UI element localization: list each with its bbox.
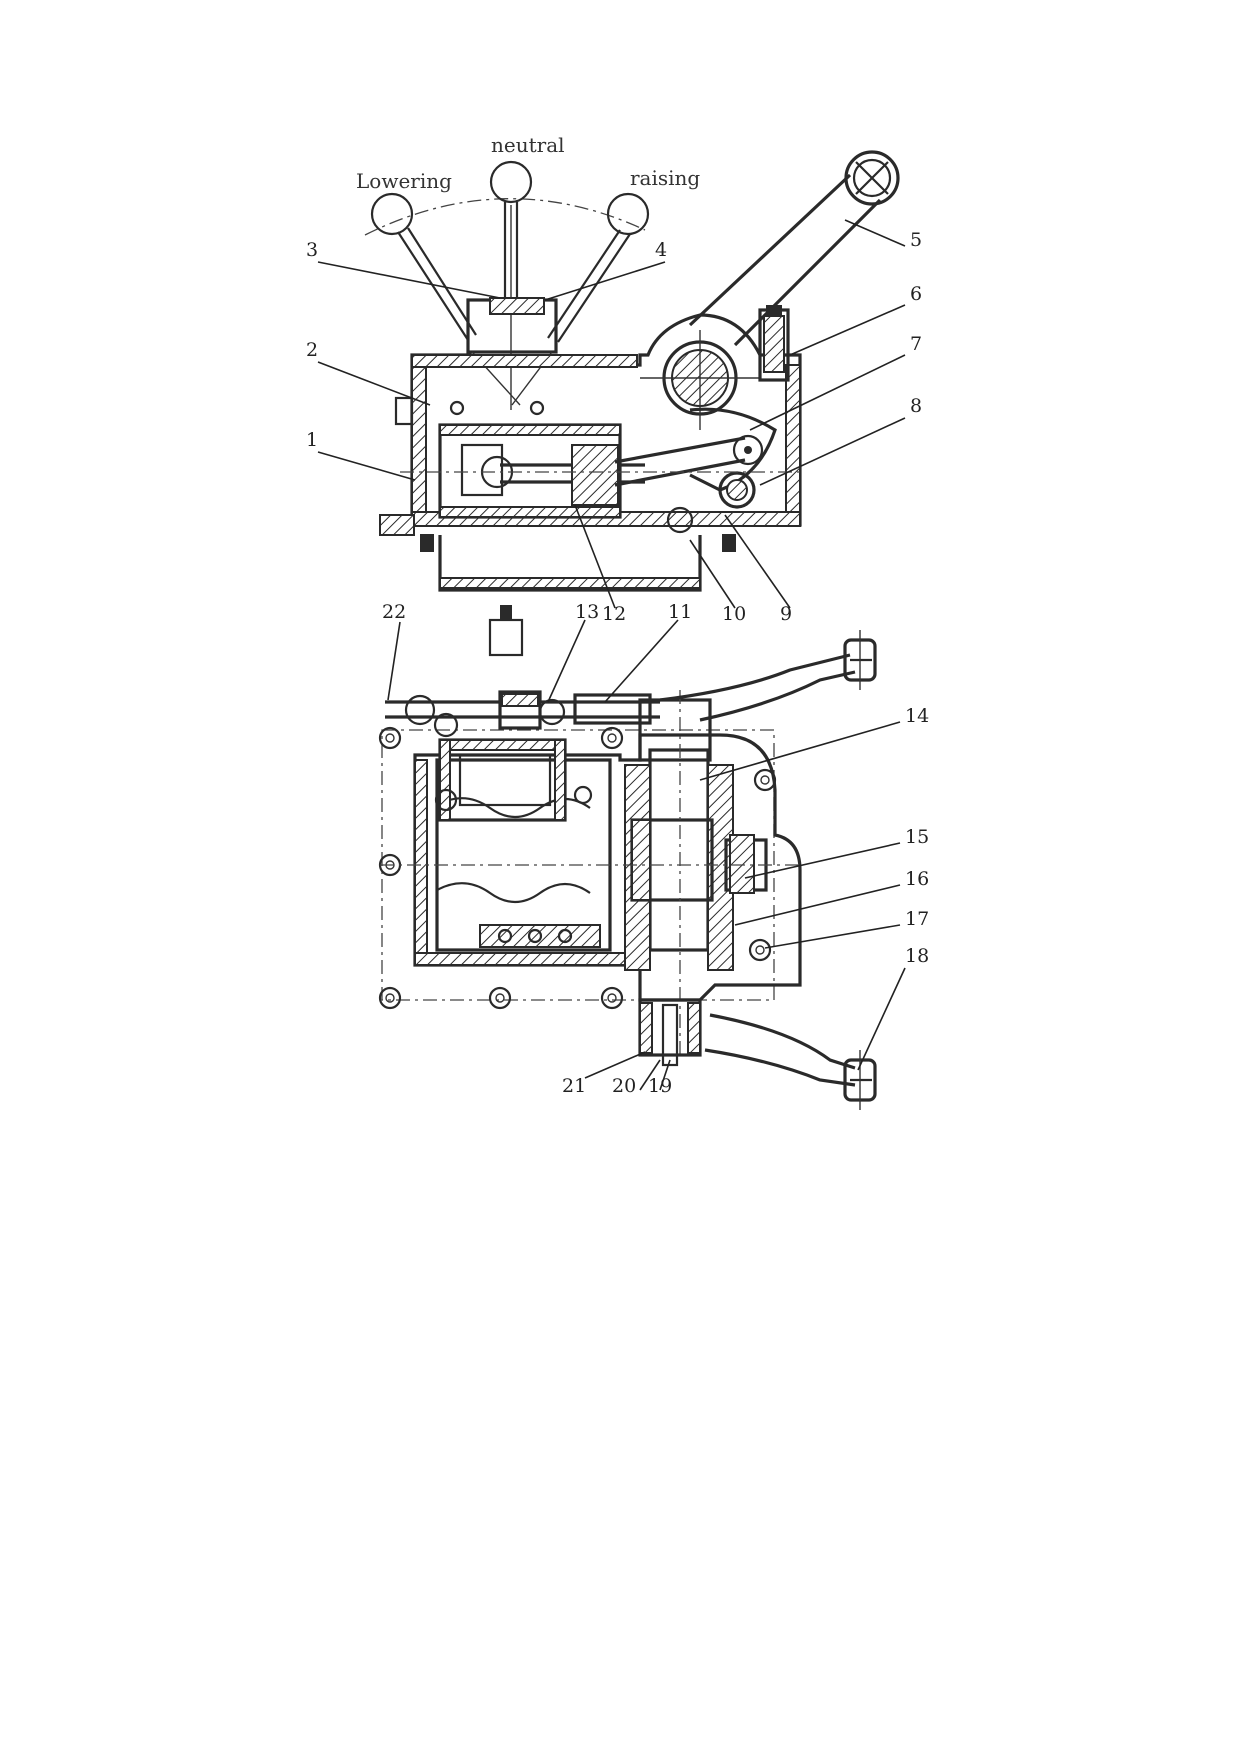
callout-20: 20 xyxy=(612,1075,636,1097)
label-neutral: neutral xyxy=(491,133,565,157)
callout-12: 12 xyxy=(602,603,626,625)
lower-plan-view xyxy=(378,605,877,1110)
upper-section-view: Lowering neutral raising xyxy=(356,133,900,592)
label-lowering: Lowering xyxy=(356,169,452,193)
callout-14: 14 xyxy=(905,705,929,727)
part-callouts: 1 2 3 4 5 6 7 8 9 10 11 12 13 14 15 16 1 xyxy=(306,219,929,1097)
callout-8: 8 xyxy=(910,395,922,417)
oil-sump xyxy=(438,535,702,592)
callout-1: 1 xyxy=(306,429,318,451)
callout-10: 10 xyxy=(722,603,746,625)
callout-17: 17 xyxy=(905,908,929,930)
callout-21: 21 xyxy=(562,1075,586,1097)
callout-18: 18 xyxy=(905,945,929,967)
callout-15: 15 xyxy=(905,826,929,848)
callout-4: 4 xyxy=(655,239,667,261)
lower-housing xyxy=(413,733,802,1002)
lever-raising xyxy=(547,192,650,343)
callout-2: 2 xyxy=(306,339,318,361)
callout-22: 22 xyxy=(382,601,406,623)
upper-lift-arm xyxy=(659,653,851,702)
callout-9: 9 xyxy=(780,603,792,625)
callout-3: 3 xyxy=(306,239,318,261)
callout-7: 7 xyxy=(910,333,922,355)
callout-6: 6 xyxy=(910,283,922,305)
callout-5: 5 xyxy=(910,229,922,251)
callout-13: 13 xyxy=(575,601,599,623)
callout-19: 19 xyxy=(648,1075,672,1097)
lever-neutral xyxy=(489,160,533,300)
callout-11: 11 xyxy=(668,601,692,623)
callout-16: 16 xyxy=(905,868,929,890)
lever-lowering xyxy=(370,192,477,341)
lift-arm xyxy=(688,150,900,347)
label-raising: raising xyxy=(630,166,700,190)
top-linkage xyxy=(385,605,660,812)
lower-lift-arm xyxy=(704,1048,856,1087)
